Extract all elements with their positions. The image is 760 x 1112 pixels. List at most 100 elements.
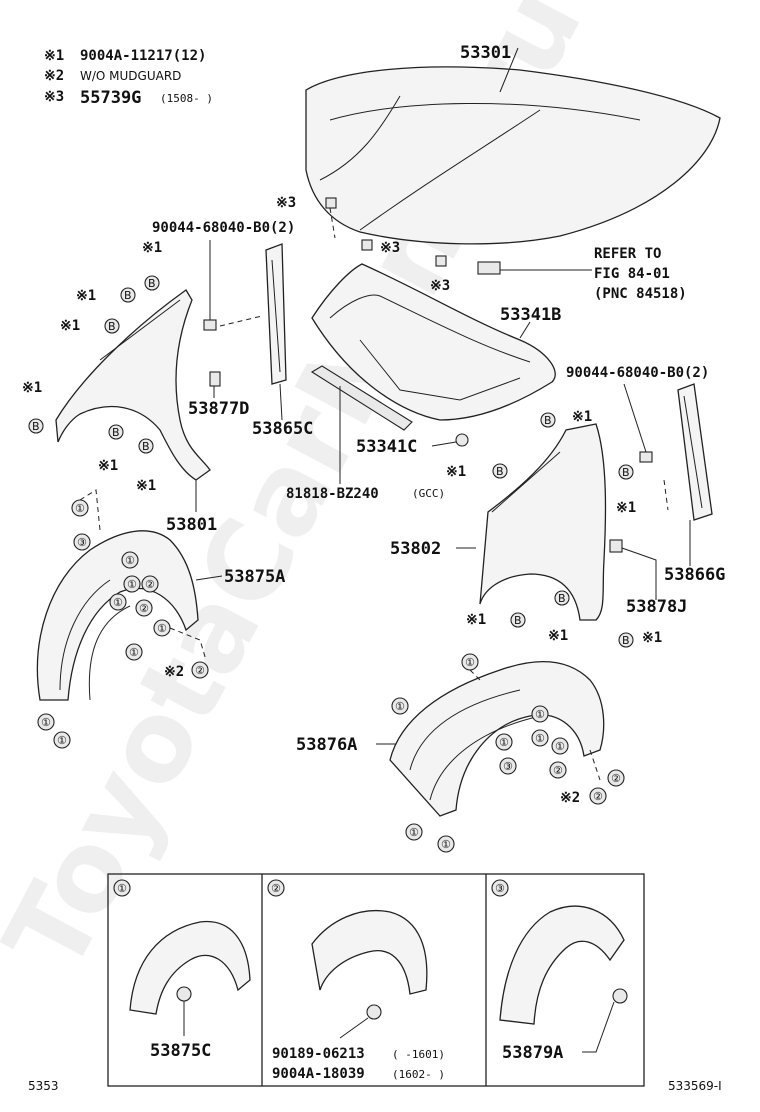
note-3-mark: ※3: [44, 89, 64, 105]
mark-n1-l6: ※1: [136, 478, 156, 494]
label-53866G: 53866G: [664, 565, 725, 585]
c2-lb: ②: [139, 602, 149, 615]
legend1-circle: ①: [117, 882, 127, 895]
footer-right: 533569-I: [668, 1079, 722, 1093]
c1-lh: ①: [57, 734, 67, 747]
note-2-mark: ※2: [44, 68, 64, 84]
b-l2: B: [124, 289, 132, 302]
fender-left-53801: 53801 ※1 B ※1 B ※1 B ※1 B B ※1 B ※1: [22, 240, 217, 535]
c1-le: ①: [157, 622, 167, 635]
b-l1: B: [148, 277, 156, 290]
mark-n3-b: ※3: [380, 240, 400, 256]
insulator-53341B: 53341B: [311, 263, 561, 421]
label-refer-3: (PNC 84518): [594, 286, 687, 302]
label-53341B: 53341B: [500, 305, 561, 325]
c1-lf: ①: [129, 646, 139, 659]
mark-n1-r1: ※1: [572, 409, 592, 425]
label-81818: 81818-BZ240: [286, 486, 379, 502]
fender-right-53802: 53802 B ※1 ※1 B B ※1 ※1 B B ※1 B ※1: [390, 409, 662, 648]
c2-lc: ②: [195, 664, 205, 677]
legend-box: ① 53875C ② 90189-06213 ( -1601) 9004A-18…: [107, 873, 645, 1087]
b-l4: B: [32, 420, 40, 433]
c3-ra: ③: [503, 760, 513, 773]
mark-n1-l5: ※1: [98, 458, 118, 474]
label-9004A-18039: 9004A-18039: [272, 1066, 365, 1082]
label-90189: 90189-06213: [272, 1046, 365, 1062]
mark-n1-r4: ※1: [466, 612, 486, 628]
mark-n1-r5: ※1: [548, 628, 568, 644]
label-bolt-left: 90044-68040-B0(2): [152, 220, 295, 236]
label-bolt-right: 90044-68040-B0(2): [566, 365, 709, 381]
mark-n1-l4: ※1: [22, 380, 42, 396]
label-90189-suffix: ( -1601): [392, 1048, 445, 1061]
b-r2: B: [496, 465, 504, 478]
c1-rh: ①: [441, 838, 451, 851]
label-53879A: 53879A: [502, 1043, 563, 1063]
c1-re: ①: [535, 732, 545, 745]
note-3-text: 55739G: [80, 88, 141, 108]
b-l5: B: [112, 426, 120, 439]
c1-rf: ①: [555, 740, 565, 753]
c3-la: ③: [77, 536, 87, 549]
c1-ra: ①: [465, 656, 475, 669]
label-53876A: 53876A: [296, 735, 357, 755]
c2-ra: ②: [553, 764, 563, 777]
mark-n1-r6: ※1: [642, 630, 662, 646]
mark-n2-l: ※2: [164, 664, 184, 680]
c1-rb: ①: [395, 700, 405, 713]
mark-n2-r: ※2: [560, 790, 580, 806]
label-81818-suffix: (GCC): [412, 487, 445, 500]
b-r5: B: [558, 592, 566, 605]
label-refer-2: FIG 84-01: [594, 266, 670, 282]
hood-fasteners: ※3 ※3 ※3 REFER TO FIG 84-01 (PNC 84518): [276, 195, 687, 302]
c1-la: ①: [75, 502, 85, 515]
b-r1: B: [544, 414, 552, 427]
mark-n1-l1: ※1: [142, 240, 162, 256]
b-l3: B: [108, 320, 116, 333]
c2-la: ②: [145, 578, 155, 591]
b-r6: B: [622, 634, 630, 647]
c1-ld: ①: [113, 596, 123, 609]
footer-left: 5353: [28, 1079, 59, 1093]
notes-block: ※1 9004A-11217(12) ※2 W/O MUDGUARD ※3 55…: [44, 48, 213, 108]
legend2-circle: ②: [271, 882, 281, 895]
c1-lg: ①: [41, 716, 51, 729]
mark-n1-r2: ※1: [446, 464, 466, 480]
liner-left-53875A: 53875A ① ③ ① ① ② ① ② ① ① ※2 ② ① ①: [36, 489, 285, 749]
label-53301: 53301: [460, 43, 511, 63]
c1-rg: ①: [409, 826, 419, 839]
label-53875C: 53875C: [150, 1041, 211, 1061]
label-53875A: 53875A: [224, 567, 285, 587]
label-53341C: 53341C: [356, 437, 417, 457]
note-3-suffix: (1508- ): [160, 92, 213, 105]
b-r4: B: [514, 614, 522, 627]
b-l6: B: [142, 440, 150, 453]
hood-53301: 53301: [305, 43, 721, 245]
c2-rb: ②: [611, 772, 621, 785]
mark-n1-l3: ※1: [60, 318, 80, 334]
clip-53341C: 53341C: [356, 433, 469, 457]
c1-rc: ①: [535, 708, 545, 721]
seal-strip-81818: 81818-BZ240 (GCC): [286, 365, 445, 502]
label-refer-1: REFER TO: [594, 246, 661, 262]
legend3-circle: ③: [495, 882, 505, 895]
note-1-text: 9004A-11217(12): [80, 48, 206, 64]
label-53865C: 53865C: [252, 419, 313, 439]
label-53877D: 53877D: [188, 399, 249, 419]
label-9004A-18039-suffix: (1602- ): [392, 1068, 445, 1081]
mark-n1-l2: ※1: [76, 288, 96, 304]
right-bracket-group: 90044-68040-B0(2) 53866G 53878J: [566, 365, 725, 617]
mark-n1-r3: ※1: [616, 500, 636, 516]
c1-rd: ①: [499, 736, 509, 749]
note-2-text: W/O MUDGUARD: [80, 69, 181, 83]
c1-lc: ①: [127, 578, 137, 591]
liner-right-53876A: 53876A ① ① ① ① ① ① ③ ② ② ※2 ② ① ①: [296, 653, 625, 853]
label-53878J: 53878J: [626, 597, 687, 617]
label-53801: 53801: [166, 515, 217, 535]
b-r3: B: [622, 466, 630, 479]
note-1-mark: ※1: [44, 48, 64, 64]
mark-n3-a: ※3: [276, 195, 296, 211]
c1-lb: ①: [125, 554, 135, 567]
